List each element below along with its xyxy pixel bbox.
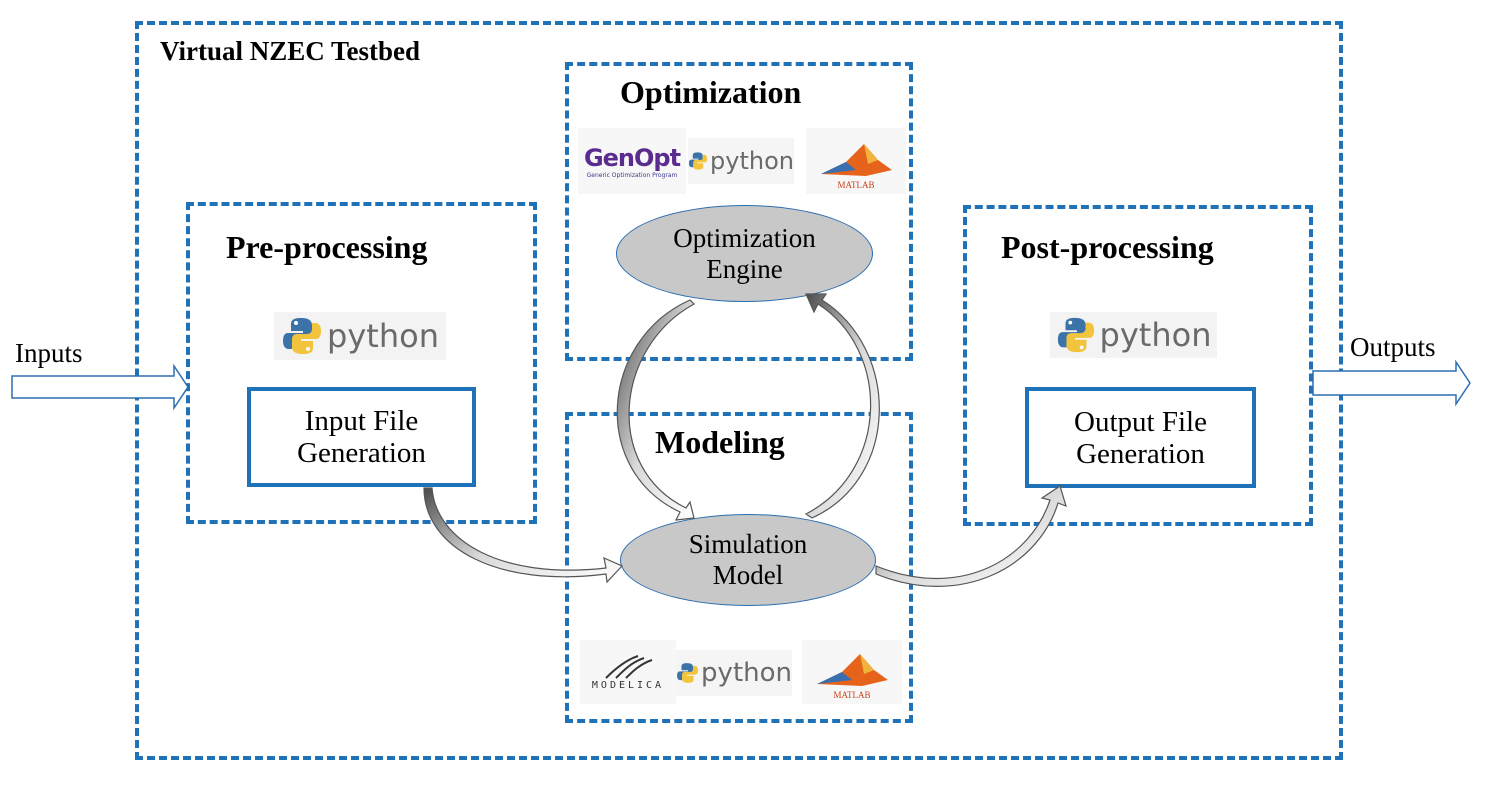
inputs-arrow (11, 363, 189, 411)
output-file-generation-line1: Output File (1074, 405, 1207, 438)
genopt-logo: GenOpt Generic Optimization Program (578, 128, 686, 194)
input-file-generation-line2: Generation (297, 437, 426, 469)
postprocessing-python-logo: python (1050, 312, 1217, 358)
genopt-logo-text: GenOpt (583, 143, 681, 172)
engine-to-simulation-arrow (616, 299, 695, 521)
matlab-membrane-icon (821, 144, 892, 176)
python-logo-text: python (1099, 316, 1212, 354)
input-file-generation-box: Input File Generation (247, 387, 476, 487)
python-logo-text: python (327, 317, 439, 355)
python-icon (283, 318, 322, 354)
modelica-swoosh-icon (605, 654, 653, 679)
python-logo-text: python (701, 658, 792, 688)
preprocessing-title: Pre-processing (226, 229, 428, 265)
postprocessing-title: Post-processing (1001, 229, 1214, 265)
simulation-to-engine-arrow (804, 293, 880, 519)
python-icon (677, 663, 698, 683)
testbed-title: Virtual NZEC Testbed (160, 36, 421, 66)
modeling-python-logo: python (676, 650, 792, 696)
python-icon (1057, 317, 1094, 353)
output-file-generation-box: Output File Generation (1025, 387, 1256, 488)
genopt-logo-subtitle: Generic Optimization Program (586, 171, 678, 179)
optimization-frame (565, 62, 913, 361)
preprocessing-python-logo: python (274, 312, 446, 360)
postprocessing-frame (963, 205, 1313, 526)
optimization-engine-node: Optimization Engine (616, 205, 873, 302)
simulation-model-node: Simulation Model (620, 514, 876, 606)
optimization-matlab-logo: MATLAB (806, 128, 906, 194)
python-logo-text: python (710, 147, 794, 175)
simulation-model-line2: Model (712, 560, 784, 590)
modelica-logo: MODELICA (580, 640, 676, 704)
matlab-membrane-icon (817, 654, 888, 686)
input-to-simulation-arrow (423, 487, 624, 584)
python-icon (688, 152, 708, 170)
optimization-engine-line1: Optimization (673, 222, 816, 253)
modelica-logo-text: MODELICA (591, 679, 665, 691)
modeling-frame (565, 412, 913, 723)
simulation-to-output-arrow (875, 485, 1067, 587)
input-file-generation-line1: Input File (304, 405, 419, 437)
outputs-arrow (1312, 359, 1471, 407)
preprocessing-frame (186, 202, 537, 524)
simulation-model-line1: Simulation (688, 529, 808, 559)
output-file-generation-line2: Generation (1076, 437, 1205, 470)
optimization-title: Optimization (620, 74, 802, 110)
matlab-logo-text: MATLAB (833, 690, 871, 700)
modeling-matlab-logo: MATLAB (802, 640, 902, 704)
outputs-label: Outputs (1350, 332, 1436, 362)
matlab-logo-text: MATLAB (837, 180, 875, 190)
optimization-engine-line2: Engine (706, 253, 783, 284)
inputs-label: Inputs (15, 338, 83, 368)
modeling-title: Modeling (655, 424, 785, 460)
optimization-python-logo: python (688, 138, 794, 184)
